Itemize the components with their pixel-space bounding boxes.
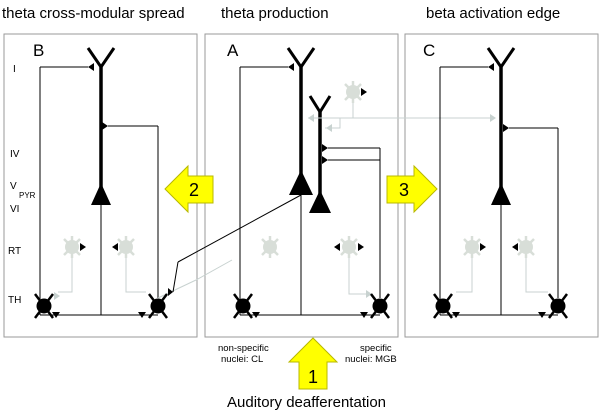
panel-a-circuit — [172, 47, 496, 320]
layer-label-vi: VI — [10, 204, 19, 215]
layer-label-pyr: PYR — [19, 191, 36, 200]
panel-letter-c: C — [423, 41, 435, 60]
nonspecific-nuclei-label-2: nuclei: CL — [221, 354, 263, 365]
rt-neuron-c2 — [516, 234, 536, 260]
panel-letter-a: A — [227, 41, 239, 60]
rt-neuron-a1 — [260, 234, 280, 260]
th-neuron-b1 — [33, 292, 55, 320]
rt-neuron-b1 — [62, 234, 82, 260]
th-neuron-a1 — [232, 292, 254, 320]
nonspecific-nuclei-label-1: non-specific — [218, 343, 269, 354]
arrow-1-label: 1 — [308, 367, 318, 387]
panel-letter-b: B — [33, 41, 44, 60]
rt-neuron-a2 — [339, 234, 359, 260]
l1-neuron-a — [343, 79, 363, 105]
specific-nuclei-label-1: specific — [360, 343, 392, 354]
rt-neuron-c1 — [462, 234, 482, 260]
th-neuron-c1 — [432, 292, 454, 320]
arrow-2-label: 2 — [189, 180, 199, 200]
header-theta-production: theta production — [221, 5, 329, 22]
footer-auditory-deafferentation: Auditory deafferentation — [227, 394, 386, 411]
specific-nuclei-label-2: nuclei: MGB — [345, 354, 397, 365]
pyramidal-neuron-b — [91, 183, 111, 205]
panel-c-circuit — [432, 47, 569, 320]
header-beta-activation-edge: beta activation edge — [426, 5, 560, 22]
pyramidal-neuron-c — [491, 183, 511, 205]
layer-label-v: V — [10, 181, 17, 192]
layer-label-th: TH — [8, 295, 21, 306]
arrow-1-up: 1 — [287, 337, 339, 390]
rt-neuron-b2 — [116, 234, 136, 260]
layer-label-rt: RT — [8, 246, 21, 257]
layer-label-i: I — [13, 64, 16, 75]
layer-label-iv: IV — [10, 149, 20, 160]
header-theta-cross-modular-spread: theta cross-modular spread — [2, 5, 185, 22]
arrow-2-left: 2 — [164, 164, 214, 214]
panel-b-circuit — [33, 47, 233, 320]
arrow-3-label: 3 — [399, 180, 409, 200]
pyramidal-neuron-a1 — [289, 170, 313, 195]
pyramidal-neuron-a2 — [309, 190, 331, 213]
arrow-3-right: 3 — [386, 164, 438, 214]
